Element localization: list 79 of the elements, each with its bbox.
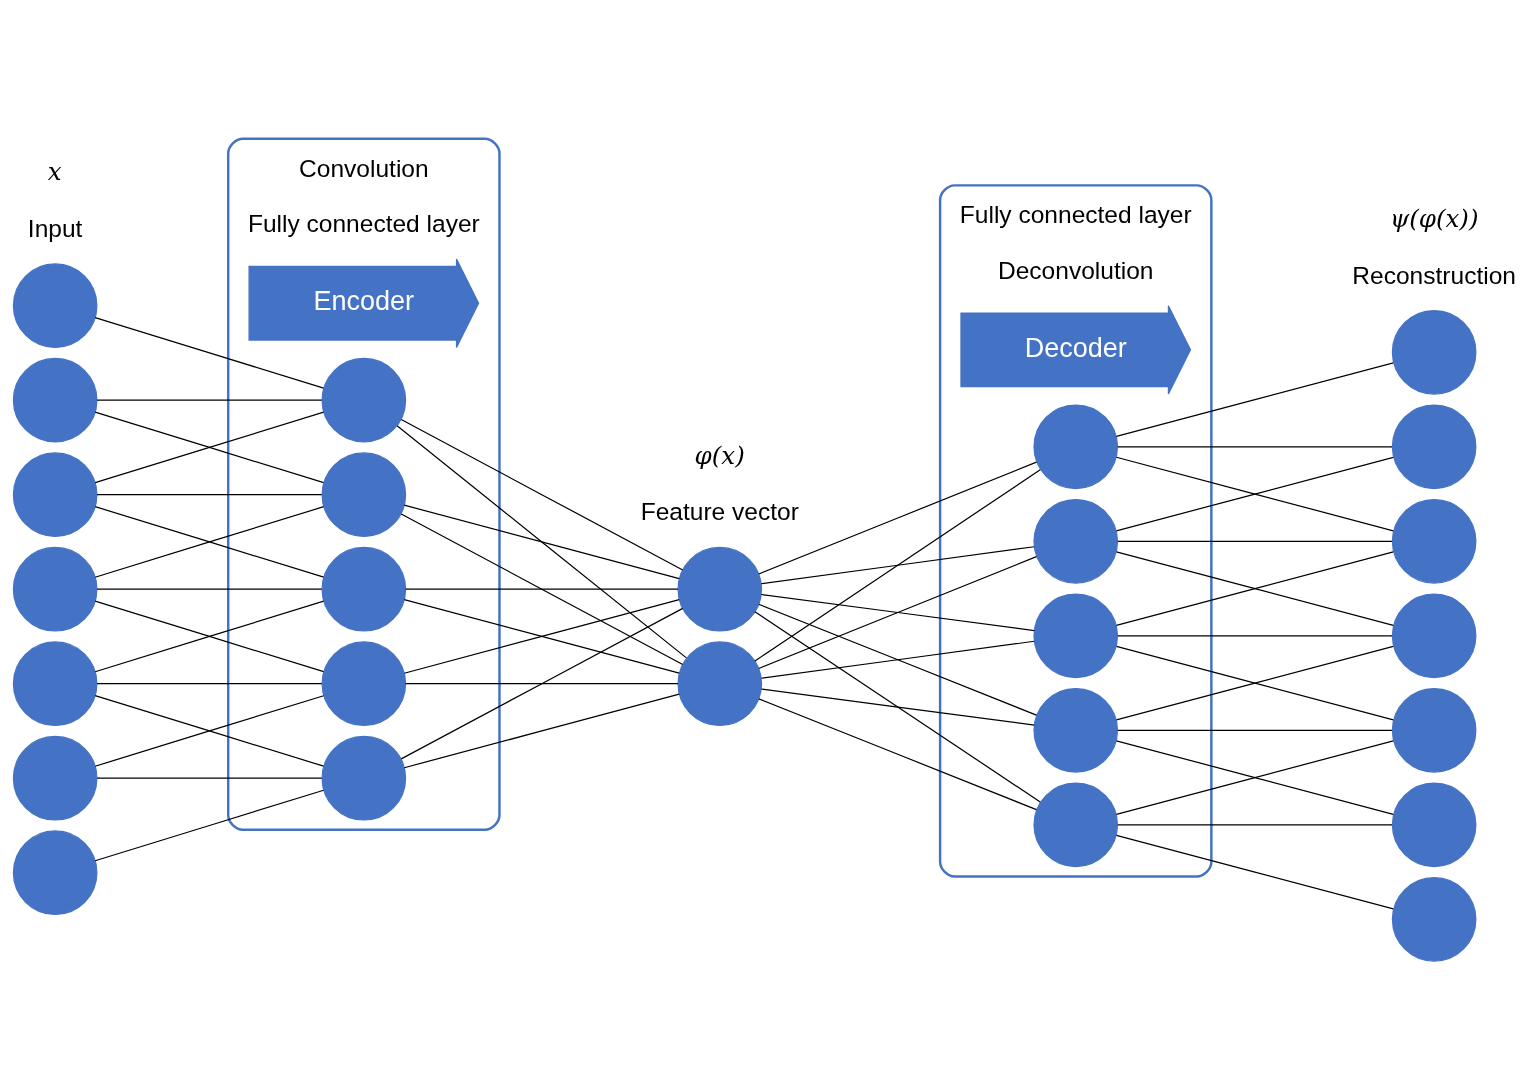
node-circle	[321, 546, 407, 632]
node-circle	[12, 262, 98, 348]
connector	[758, 603, 1038, 716]
connector	[405, 682, 679, 684]
connector	[758, 461, 1038, 575]
label: Fully connected layer	[247, 209, 480, 237]
label: Convolution	[299, 154, 429, 182]
connector	[1117, 445, 1393, 447]
connector	[758, 697, 1038, 810]
connector	[94, 694, 325, 767]
connector	[400, 418, 684, 571]
cluster	[227, 137, 501, 831]
connector	[403, 504, 680, 579]
connector	[400, 512, 684, 665]
connector	[94, 789, 325, 861]
connector	[396, 424, 687, 658]
node-circle	[321, 451, 407, 537]
node-circle	[677, 546, 763, 632]
node-circle	[1391, 403, 1477, 489]
connector	[94, 411, 325, 483]
label: x	[47, 156, 62, 186]
connector	[754, 610, 1041, 803]
node-circle	[1391, 309, 1477, 395]
connector	[1117, 729, 1393, 731]
node-circle	[12, 357, 98, 442]
node-circle	[1033, 403, 1119, 489]
node-circle	[1033, 782, 1119, 867]
node-circle	[12, 735, 98, 821]
connector	[754, 468, 1041, 662]
node-circle	[1391, 876, 1477, 962]
connector	[94, 600, 325, 672]
node-circle	[677, 640, 763, 726]
connector	[1117, 540, 1393, 542]
node-circle	[12, 451, 98, 537]
connector	[1115, 645, 1394, 720]
node-circle	[321, 735, 407, 821]
connector	[760, 545, 1035, 584]
node-circle	[1391, 782, 1477, 867]
node-circle	[1391, 498, 1477, 584]
label: Feature vector	[640, 497, 799, 525]
connector	[760, 640, 1035, 679]
connector	[96, 493, 323, 495]
node-circle	[12, 546, 98, 632]
node-circle	[1033, 687, 1119, 773]
connector	[758, 555, 1038, 669]
connector	[400, 607, 684, 759]
label: Deconvolution	[998, 256, 1154, 284]
connector	[403, 693, 680, 768]
label: Fully connected layer	[959, 200, 1192, 228]
connector	[403, 598, 680, 674]
label: φ(x)	[694, 440, 745, 470]
node-circle	[1391, 687, 1477, 773]
connector	[760, 687, 1035, 726]
node-circle	[12, 640, 98, 726]
label: ψ(φ(x))	[1389, 203, 1479, 233]
connector	[96, 777, 323, 779]
connector	[1115, 739, 1394, 815]
connector	[1117, 823, 1393, 825]
node-circle	[321, 357, 407, 442]
connector	[1117, 634, 1393, 636]
connector	[96, 399, 323, 401]
connector	[94, 505, 325, 578]
connector	[1115, 834, 1394, 909]
node-circle	[12, 829, 98, 915]
connector	[405, 588, 679, 590]
node-circle	[1033, 593, 1119, 678]
connector	[1115, 361, 1394, 437]
connector	[1115, 550, 1394, 626]
connector	[96, 682, 323, 684]
label: Input	[27, 214, 83, 242]
connector	[760, 593, 1035, 631]
cluster	[938, 183, 1213, 878]
connector	[94, 316, 325, 389]
label: Reconstruction	[1352, 261, 1516, 289]
node-circle	[1391, 593, 1477, 678]
node-circle	[321, 640, 407, 726]
connector	[96, 588, 323, 590]
connector	[1115, 456, 1394, 531]
node-circle	[1033, 498, 1119, 584]
